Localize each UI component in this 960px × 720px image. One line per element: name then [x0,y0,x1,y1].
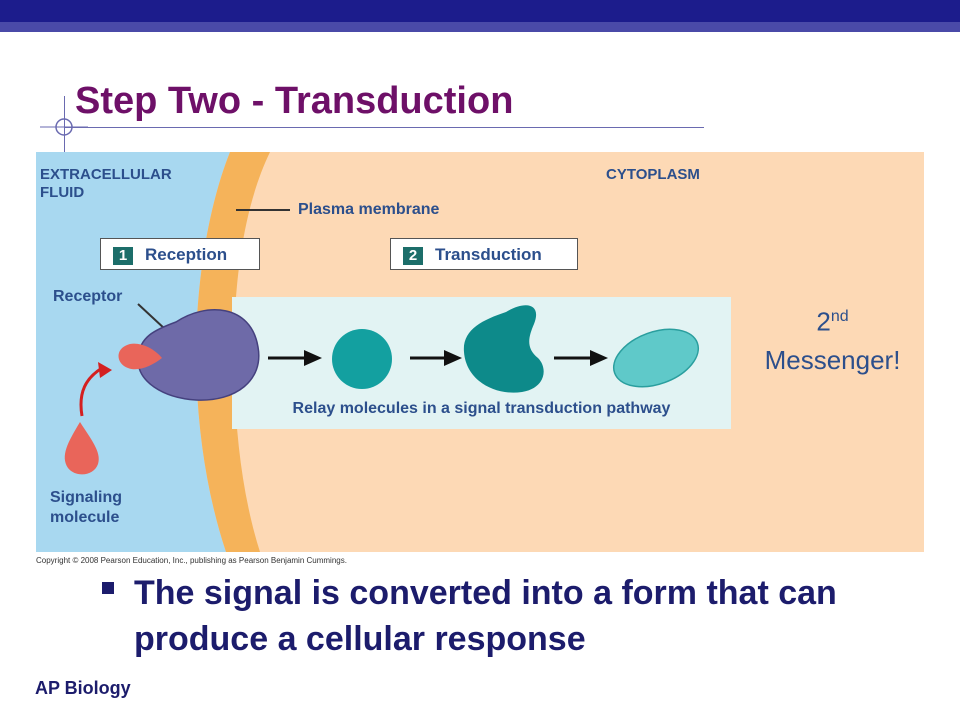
transduction-step-box: 2 Transduction [390,238,578,270]
top-bar-accent [0,22,960,32]
title-rule [64,127,704,128]
second-messenger-annotation: 2nd Messenger! [745,298,920,379]
messenger-text: Messenger! [764,344,901,375]
copyright-notice: Copyright © 2008 Pearson Education, Inc.… [36,556,347,565]
binding-arrowhead [98,362,112,378]
signaling-molecule-drop [64,422,99,475]
receptor-label: Receptor [53,288,123,305]
receptor-leader-line [137,303,167,331]
plasma-membrane-label: Plasma membrane [298,201,440,218]
footer-label: AP Biology [35,678,131,698]
bullet-marker [102,582,114,594]
crosshair-icon [40,118,88,136]
diagram-canvas [36,152,924,552]
relay-molecules-label: Relay molecules in a signal transduction… [292,400,671,417]
reception-step-label: Reception [145,245,228,264]
relay-arrow-1-head [304,350,322,366]
relay-arrow-3-head [590,350,608,366]
reception-step-box: 1 Reception [100,238,260,270]
relay-molecule-2 [463,305,544,393]
relay-molecule-1 [332,329,392,389]
top-bar [0,0,960,22]
bullet-text: The signal is converted into a form that… [134,574,837,658]
transduction-step-label: Transduction [435,245,542,264]
transduction-step-number: 2 [403,247,423,265]
messenger-superscript: nd [830,308,849,325]
bound-signal-molecule [118,343,162,370]
relay-arrow-2-head [444,350,462,366]
slide-title: Step Two - Transduction [75,80,514,122]
reception-step-number: 1 [113,247,133,265]
relay-molecule-3 [612,328,700,388]
messenger-number: 2 [816,306,831,337]
cytoplasm-label: CYTOPLASM [606,166,700,183]
binding-arrow-shaft [79,366,103,417]
